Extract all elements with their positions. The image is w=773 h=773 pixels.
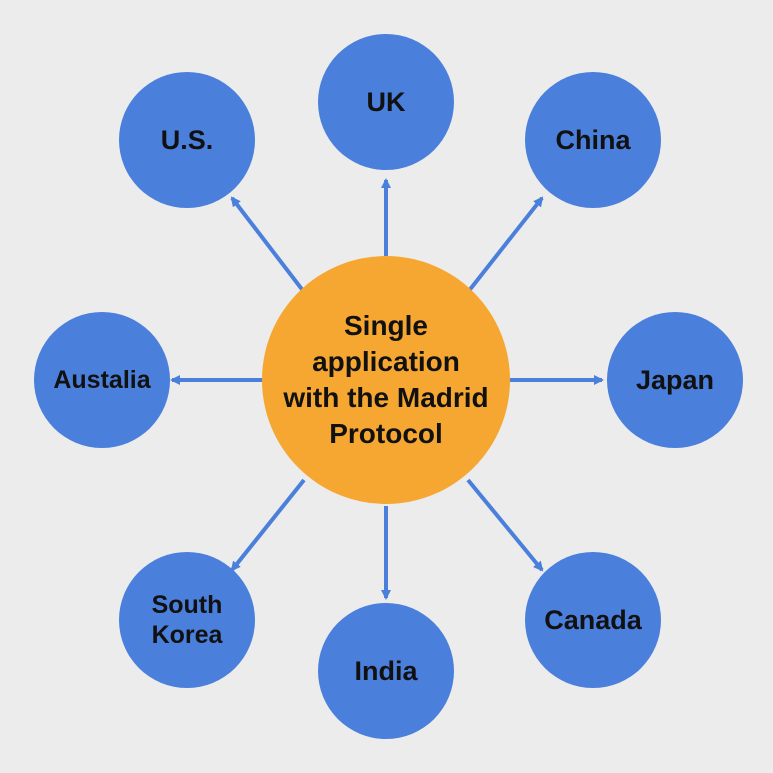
label-india: India (354, 655, 418, 686)
label-japan: Japan (635, 364, 715, 395)
arrow-to-us (230, 196, 306, 294)
center-label-line3: with the Madrid (283, 382, 489, 413)
label-south-korea-line1: South (151, 591, 223, 619)
label-australia: Austalia (53, 366, 151, 394)
label-china: China (555, 124, 631, 155)
center-node: Single application with the Madrid Proto… (262, 256, 510, 504)
arrow-to-south-korea (230, 478, 306, 572)
node-uk: UK (318, 34, 454, 170)
node-japan: Japan (607, 312, 743, 448)
node-south-korea: South Korea (119, 552, 255, 688)
label-canada: Canada (544, 604, 642, 635)
label-uk: UK (366, 86, 406, 117)
node-canada: Canada (525, 552, 661, 688)
node-australia: Austalia (34, 312, 170, 448)
center-label-line2: application (312, 346, 460, 378)
center-label-line1: Single (343, 310, 428, 342)
center-label-line4: Protocol (329, 417, 443, 449)
label-us: U.S. (160, 124, 214, 155)
arrow-to-canada (466, 478, 544, 572)
node-china: China (525, 72, 661, 208)
node-us: U.S. (119, 72, 255, 208)
arrow-to-china (466, 196, 544, 294)
label-south-korea-line2: Korea (151, 621, 223, 649)
node-india: India (318, 603, 454, 739)
